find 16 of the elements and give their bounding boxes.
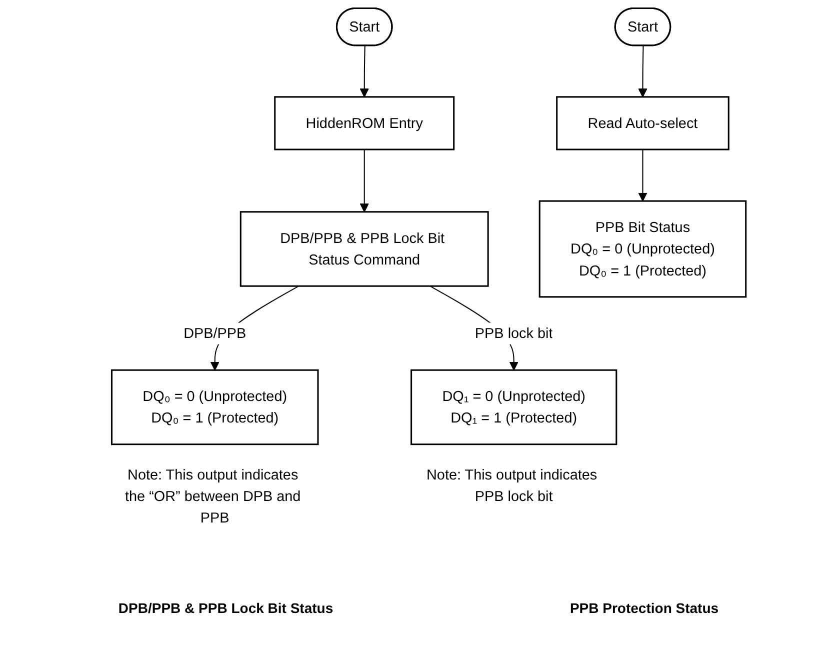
node-box: DPB/PPB & PPB Lock Bit Status Command bbox=[240, 211, 489, 287]
node-box: DQ₀ = 0 (Unprotected) DQ₀ = 1 (Protected) bbox=[110, 369, 319, 446]
node-label: Note: This output indicates PPB lock bit bbox=[426, 466, 598, 504]
node-box: PPB Bit Status DQ₀ = 0 (Unprotected) DQ₀ = 1 (Protected) bbox=[538, 200, 747, 298]
diagram-caption: PPB Protection Status bbox=[570, 600, 719, 616]
arrow bbox=[638, 149, 648, 202]
node-box: DQ₁ = 0 (Unprotected) DQ₁ = 1 (Protected) bbox=[410, 369, 618, 446]
arrow bbox=[360, 46, 369, 98]
edge-label: DPB/PPB bbox=[184, 324, 246, 342]
node-label: Note: This output indicates the “OR” between DPB and PPB bbox=[125, 466, 301, 526]
edge-label: PPB lock bit bbox=[474, 324, 553, 342]
node-box: HiddenROM Entry bbox=[274, 96, 455, 150]
arrow bbox=[638, 46, 648, 98]
arrow bbox=[360, 149, 369, 212]
node-box: Read Auto-select bbox=[556, 96, 730, 150]
diagram-caption: DPB/PPB & PPB Lock Bit Status bbox=[118, 600, 334, 616]
